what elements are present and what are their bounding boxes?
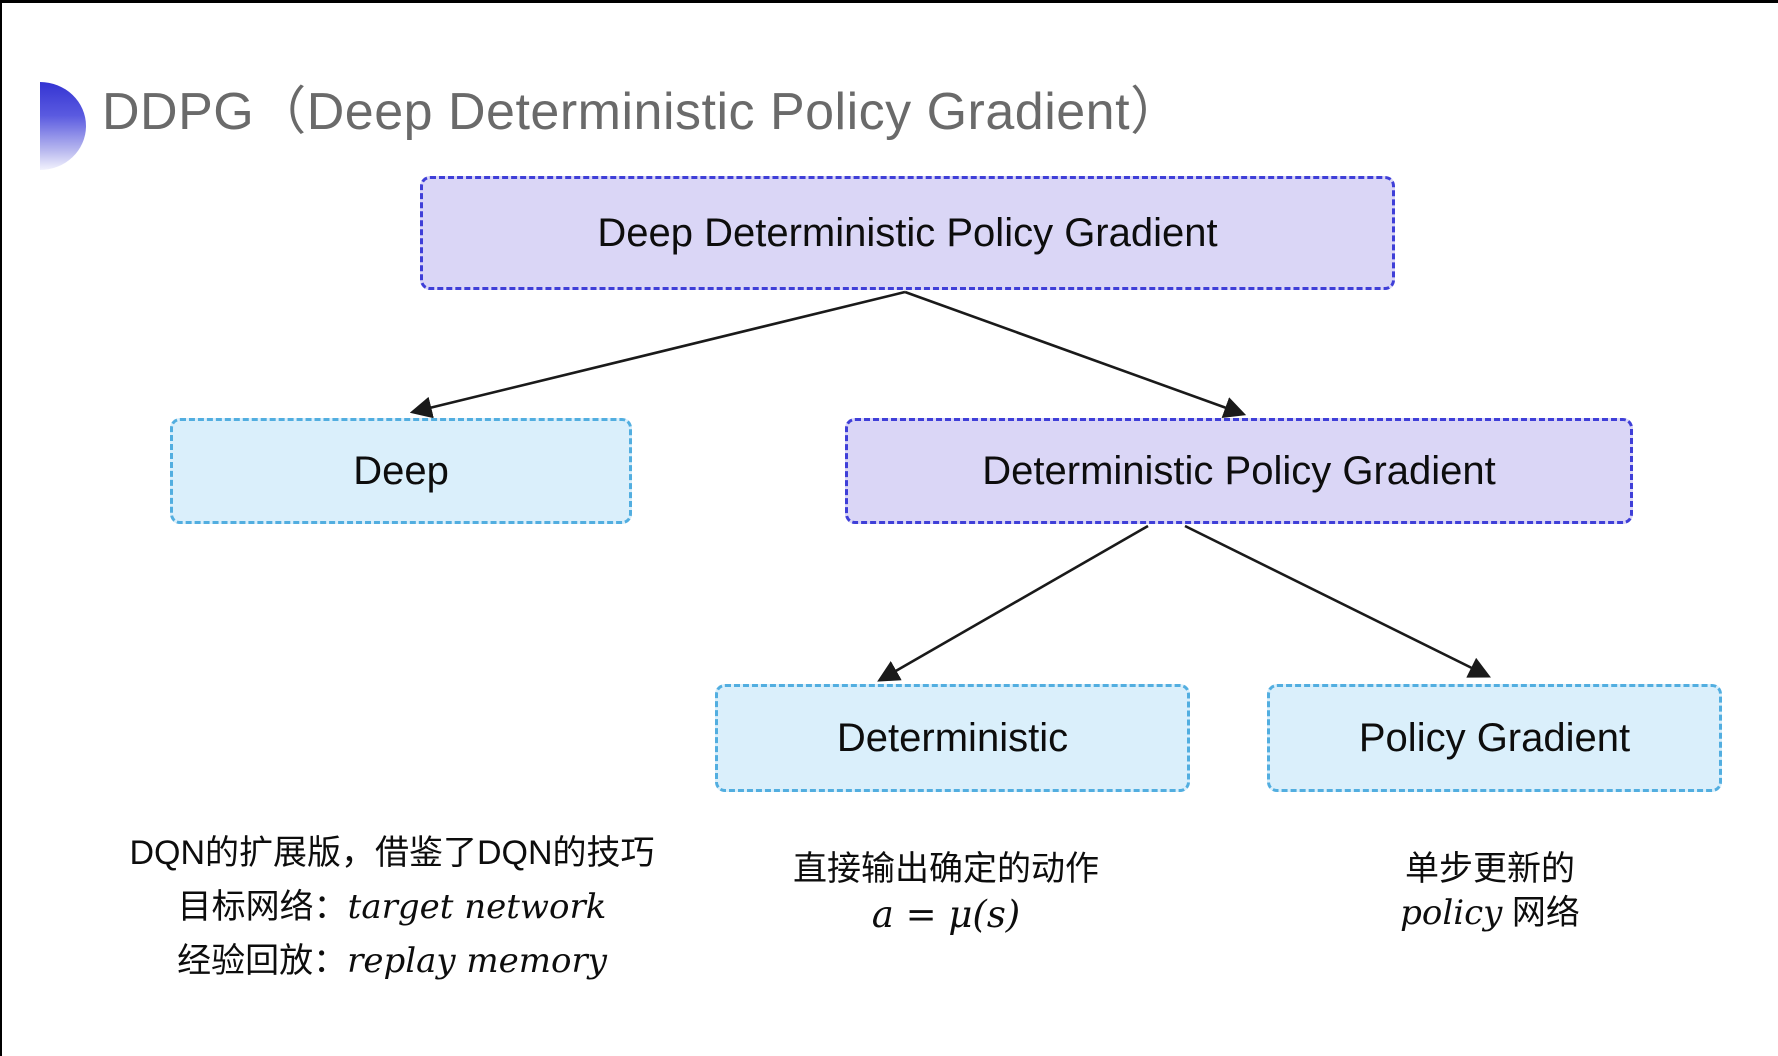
annotation-label: 目标网络： xyxy=(177,888,348,926)
annotation-line: 直接输出确定的动作 xyxy=(793,850,1099,888)
edge-ddpg-to-deep xyxy=(409,290,906,419)
annotation-line: policy 网络 xyxy=(1240,896,1740,930)
annotation-term: replay memory xyxy=(347,941,607,981)
window-top-border xyxy=(0,0,1778,3)
node-deep: Deep xyxy=(170,418,632,524)
annotation-term: target network xyxy=(347,887,607,927)
node-deep-deterministic-policy-gradient: Deep Deterministic Policy Gradient xyxy=(420,176,1395,290)
node-label: Deterministic Policy Gradient xyxy=(982,448,1496,493)
annotation-line: 目标网络：target network xyxy=(60,890,724,924)
annotation-term: policy xyxy=(1400,893,1503,933)
annotation-line: 单步更新的 xyxy=(1405,850,1575,888)
edge-ddpg-to-dpg xyxy=(904,290,1247,419)
annotation-deterministic: 直接输出确定的动作 a = μ(s) xyxy=(696,852,1196,933)
annotation-line: 经验回放：replay memory xyxy=(60,944,724,978)
annotation-policy-gradient: 单步更新的 policy 网络 xyxy=(1240,852,1740,930)
node-label: Deep xyxy=(353,448,449,493)
node-label: Policy Gradient xyxy=(1358,715,1631,760)
edge-dpg-to-deterministic xyxy=(877,524,1149,682)
node-label: Deterministic xyxy=(836,715,1069,760)
semicircle-bullet-icon xyxy=(40,82,86,170)
annotation-label: 经验回放： xyxy=(177,942,348,980)
node-label: Deep Deterministic Policy Gradient xyxy=(597,210,1218,255)
node-deterministic-policy-gradient: Deterministic Policy Gradient xyxy=(845,418,1633,524)
node-policy-gradient: Policy Gradient xyxy=(1267,684,1722,792)
annotation-deep: DQN的扩展版，借鉴了DQN的技巧 目标网络：target network 经验… xyxy=(60,836,724,978)
window-left-border xyxy=(0,0,2,1056)
edge-dpg-to-policy-gradient xyxy=(1184,524,1491,678)
node-deterministic: Deterministic xyxy=(715,684,1190,792)
formula: a = μ(s) xyxy=(871,893,1021,936)
slide-title: DDPG（Deep Deterministic Policy Gradient） xyxy=(102,83,1183,141)
annotation-label: 网络 xyxy=(1502,894,1580,932)
annotation-line: DQN的扩展版，借鉴了DQN的技巧 xyxy=(129,834,655,872)
